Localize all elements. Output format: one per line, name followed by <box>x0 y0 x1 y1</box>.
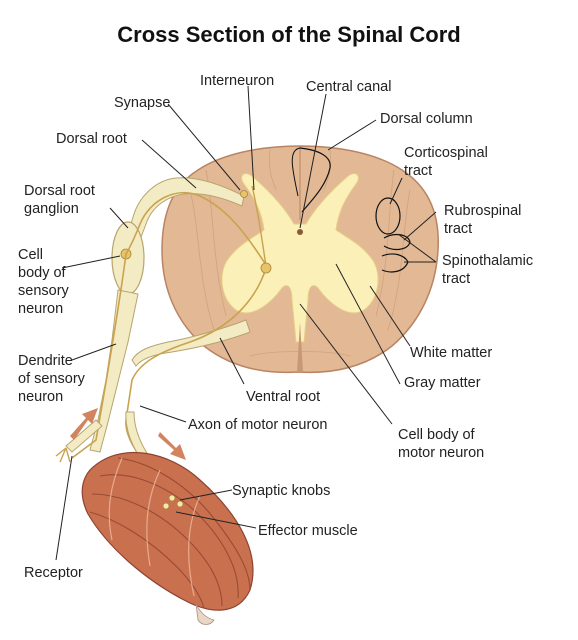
receptor-ending <box>55 447 71 463</box>
corticospinal-outline <box>375 197 401 235</box>
synaptic-knobs <box>162 494 184 510</box>
label-corticospinal-line1: Corticospinal <box>404 145 488 161</box>
muscle-tendon <box>195 603 215 625</box>
anterior-median-fissure <box>297 322 303 372</box>
label-central-canal: Central canal <box>306 79 392 95</box>
gray-matter-region <box>221 173 379 343</box>
impulse-arrow-motor <box>158 432 186 460</box>
motor-neuron-cell-body <box>260 262 272 274</box>
label-synaptic-knobs: Synaptic knobs <box>232 483 331 499</box>
label-dorsal-root-ganglion-line1: Dorsal root <box>24 183 95 199</box>
dorsal-column-outline <box>299 147 331 213</box>
rubrospinal-outline <box>383 233 411 251</box>
label-cell-body-sensory-line1: Cell <box>18 247 43 263</box>
label-cell-body-sensory-line4: neuron <box>18 301 64 317</box>
label-rubrospinal-tract: Rubrospinal tract <box>444 202 521 238</box>
label-interneuron: Interneuron <box>200 73 275 89</box>
impulse-arrow-sensory <box>70 408 98 440</box>
label-cell-body-sensory-line3: sensory <box>18 283 69 299</box>
label-dorsal-root-ganglion-line2: ganglion <box>24 201 79 217</box>
label-cell-body-sensory-neuron: Cell body of sensory neuron <box>18 246 69 318</box>
label-dorsal-root: Dorsal root <box>56 131 127 147</box>
label-rubrospinal-line1: Rubrospinal <box>444 203 522 219</box>
muscle-band-lines <box>108 457 201 597</box>
label-gray-matter: Gray matter <box>404 375 481 391</box>
label-receptor: Receptor <box>24 565 83 581</box>
label-rubrospinal-line2: tract <box>444 221 473 237</box>
label-spinothalamic-line1: Spinothalamic <box>442 253 534 269</box>
label-effector-muscle: Effector muscle <box>258 523 358 539</box>
label-spinothalamic-tract: Spinothalamic tract <box>442 252 533 288</box>
label-synapse: Synapse <box>114 95 171 111</box>
label-dendrite-line2: of sensory <box>18 371 85 387</box>
muscle-fiber-lines <box>89 457 251 609</box>
label-dendrite-line1: Dendrite <box>18 353 73 369</box>
label-white-matter: White matter <box>410 345 493 361</box>
diagram-title: Cross Section of the Spinal Cord <box>117 22 461 47</box>
label-cell-body-motor-line1: Cell body of <box>398 427 475 443</box>
label-cell-body-motor-neuron: Cell body of motor neuron <box>398 426 484 462</box>
central-canal <box>297 229 303 235</box>
dorsal-column-outline-left <box>291 147 301 197</box>
label-dorsal-root-ganglion: Dorsal root ganglion <box>24 182 95 218</box>
sensory-neuron-fiber <box>71 191 269 459</box>
label-ventral-root: Ventral root <box>246 389 321 405</box>
label-dorsal-column: Dorsal column <box>380 111 473 127</box>
label-dendrite-line3: neuron <box>18 389 64 405</box>
label-dendrite-sensory-neuron: Dendrite of sensory neuron <box>18 352 85 406</box>
label-corticospinal-tract: Corticospinal tract <box>404 144 488 180</box>
label-cell-body-motor-line2: motor neuron <box>398 445 485 461</box>
leader-lines <box>55 85 437 561</box>
label-cell-body-sensory-line2: body of <box>18 265 66 281</box>
ventral-root-nerve <box>131 319 251 367</box>
label-spinothalamic-line2: tract <box>442 271 471 287</box>
sensory-nerve-band <box>65 419 103 453</box>
label-axon-motor-neuron: Axon of motor neuron <box>188 417 328 433</box>
effector-muscle <box>81 451 254 611</box>
synapse-point <box>240 190 248 198</box>
interneuron-fiber <box>251 185 267 267</box>
label-corticospinal-line2: tract <box>404 163 433 179</box>
